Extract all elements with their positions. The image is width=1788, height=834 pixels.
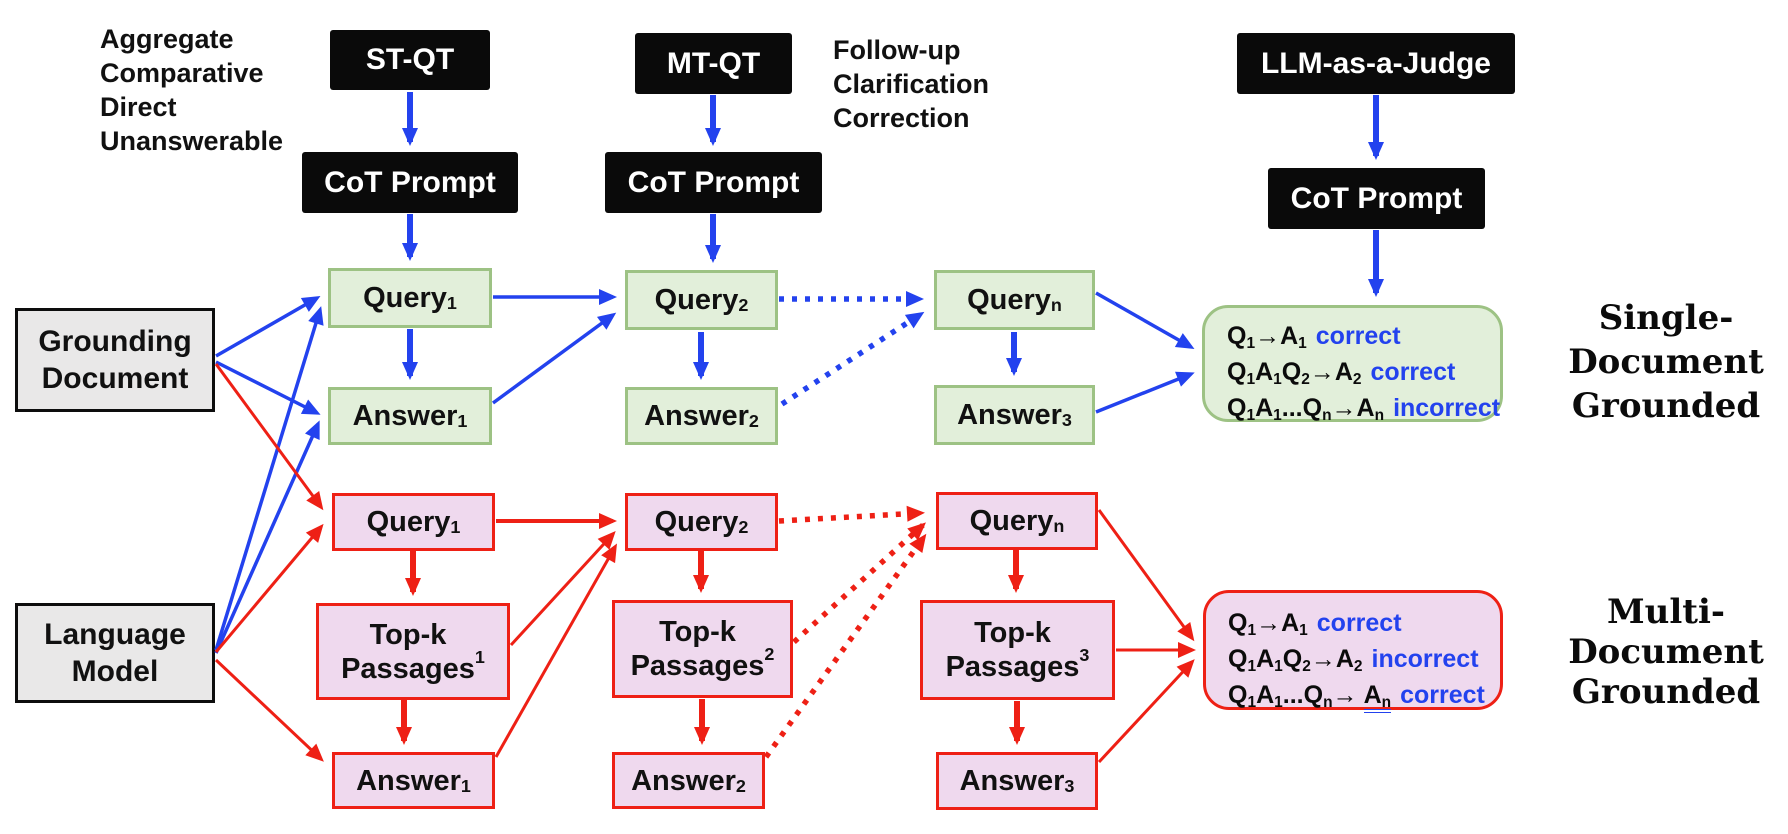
arrow-language-model-to-md-answer1 bbox=[214, 658, 324, 762]
arrow-grounding-doc-to-sd-query1 bbox=[215, 296, 321, 358]
st-qt-box: ST-QT bbox=[330, 30, 490, 90]
judge-line: Q1A1Q2→A2 incorrect bbox=[1228, 644, 1479, 676]
dotted-arrow-md-query2-to-queryn bbox=[778, 505, 925, 524]
arrow-sd-answer3-to-verdicts bbox=[1095, 371, 1195, 414]
cot-prompt-box-3: CoT Prompt bbox=[1268, 168, 1485, 229]
judge-line: Q1A1Q2→A2 correct bbox=[1227, 357, 1456, 389]
judge-line: Q1→A1 correct bbox=[1227, 321, 1401, 353]
arrow-language-model-to-sd-answer1 bbox=[214, 420, 320, 654]
cot-prompt-box-1: CoT Prompt bbox=[302, 152, 518, 213]
dotted-arrow-md-topk2-to-queryn bbox=[792, 522, 926, 645]
sd-judge-verdicts-box: Q1→A1 correct Q1A1Q2→A2 correct Q1A1...Q… bbox=[1202, 305, 1503, 423]
md-judge-verdicts-box: Q1→A1 correct Q1A1Q2→A2 incorrect Q1A1..… bbox=[1203, 590, 1503, 713]
dotted-arrow-sd-answer2-to-queryn bbox=[780, 311, 925, 407]
judge-line: Q1A1...Qn→ An correct bbox=[1228, 680, 1485, 713]
arrow-md-topk1-to-query2 bbox=[509, 531, 616, 647]
cot-prompt-box-2: CoT Prompt bbox=[605, 152, 822, 213]
arrow-grounding-doc-to-md-query1 bbox=[214, 363, 324, 511]
arrow-grounding-doc-to-sd-answer1 bbox=[215, 360, 321, 415]
llm-as-a-judge-box: LLM-as-a-Judge bbox=[1237, 33, 1515, 94]
arrow-language-model-to-md-query1 bbox=[214, 523, 324, 653]
arrow-md-answer1-to-query2 bbox=[494, 543, 617, 758]
arrow-sd-answer1-to-query2 bbox=[491, 312, 617, 405]
arrow-language-model-to-sd-query1 bbox=[214, 306, 324, 651]
arrow-sd-queryn-to-verdicts bbox=[1095, 291, 1195, 349]
mt-qt-box: MT-QT bbox=[635, 33, 792, 94]
judge-line: Q1→A1 correct bbox=[1228, 608, 1402, 640]
judge-line: Q1A1...Qn→An incorrect bbox=[1227, 393, 1501, 425]
